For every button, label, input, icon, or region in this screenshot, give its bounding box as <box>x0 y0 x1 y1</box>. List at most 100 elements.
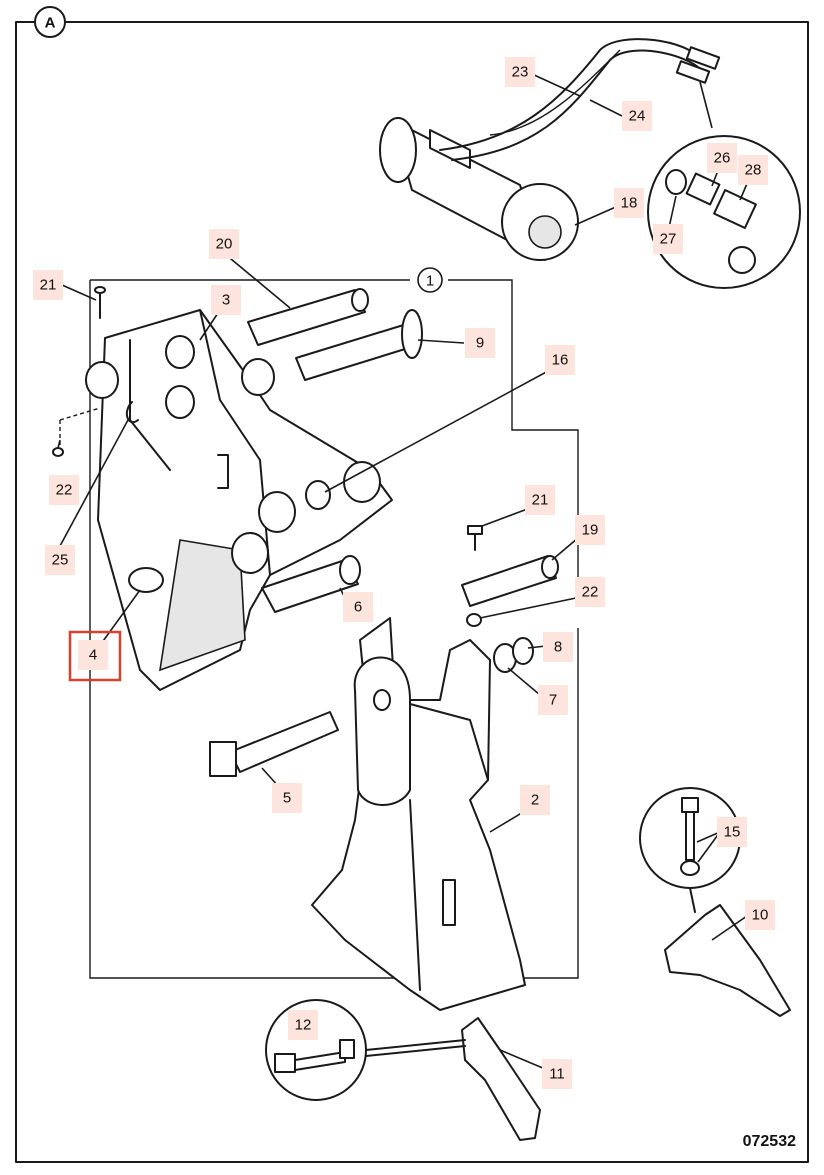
callout-background <box>209 229 239 259</box>
callout-number: 15 <box>724 824 741 841</box>
bolt-detail-12 <box>265 999 466 1101</box>
callout-number: 10 <box>752 907 769 924</box>
callout-c12: 12 <box>288 1010 318 1040</box>
nut-22-top <box>52 447 64 457</box>
callout-c19: 19 <box>575 515 605 545</box>
callout-background <box>575 515 605 545</box>
callout-c22b: 22 <box>575 577 605 607</box>
ripper-shank <box>311 617 526 1011</box>
bushing-4 <box>128 567 164 593</box>
callout-number: 22 <box>56 482 73 499</box>
clip-25 <box>125 401 139 423</box>
callout-c8: 8 <box>543 632 573 662</box>
hydraulic-cylinder <box>379 117 579 261</box>
pin-19 <box>461 555 559 607</box>
ripper-tip <box>664 904 791 1017</box>
nut-22-right <box>466 613 482 627</box>
callout-c7: 7 <box>538 685 568 715</box>
callout-number: 18 <box>621 195 638 212</box>
callout-c2: 2 <box>520 785 550 815</box>
callout-number: 28 <box>745 162 762 179</box>
callout-background <box>520 785 550 815</box>
callout-c22a: 22 <box>49 475 79 505</box>
callout-background <box>745 900 775 930</box>
callout-number: 9 <box>476 335 484 352</box>
assembly-marker-label: 1 <box>426 273 434 290</box>
callout-c3: 3 <box>211 285 241 315</box>
callout-c25: 25 <box>45 545 75 575</box>
callout-number: 12 <box>295 1017 312 1034</box>
callout-background <box>653 224 683 254</box>
bolt-21-right <box>467 525 483 551</box>
assembly-boundary <box>89 279 579 979</box>
callout-background <box>614 188 644 218</box>
callout-background <box>465 328 495 358</box>
callout-background <box>545 345 575 375</box>
callout-c9: 9 <box>465 328 495 358</box>
callout-c20: 20 <box>209 229 239 259</box>
callout-number: 22 <box>582 584 599 601</box>
callout-number: 23 <box>512 64 529 81</box>
callout-number: 26 <box>714 150 731 167</box>
callout-number: 5 <box>283 790 291 807</box>
callout-number: 7 <box>549 692 557 709</box>
washer-8 <box>512 637 534 665</box>
callout-background <box>288 1010 318 1040</box>
callout-number: 21 <box>532 492 549 509</box>
callout-number: 2 <box>531 792 539 809</box>
callout-background <box>538 685 568 715</box>
callout-background <box>707 143 737 173</box>
callout-background <box>343 592 373 622</box>
callout-c18: 18 <box>614 188 644 218</box>
bolt-21-top <box>94 286 106 319</box>
callout-c11: 11 <box>542 1059 572 1089</box>
bolt-detail-15 <box>639 787 741 913</box>
pin-9 <box>295 309 423 381</box>
callout-c21b: 21 <box>525 485 555 515</box>
ripper-tooth <box>461 1017 541 1141</box>
view-marker-label: A <box>45 15 56 32</box>
callout-background <box>45 545 75 575</box>
pin-6 <box>261 555 361 613</box>
hydraulic-hoses <box>439 38 721 161</box>
drawing-frame <box>15 21 809 1163</box>
callout-number: 20 <box>216 236 233 253</box>
callout-number: 25 <box>52 552 69 569</box>
callout-c4: 4 <box>68 630 122 682</box>
callout-background <box>505 57 535 87</box>
callout-number: 24 <box>629 108 646 125</box>
callout-c16: 16 <box>545 345 575 375</box>
callout-c28: 28 <box>738 155 768 185</box>
callout-background <box>542 1059 572 1089</box>
callout-number: 8 <box>554 639 562 656</box>
callout-background <box>33 270 63 300</box>
callout-number: 3 <box>222 292 230 309</box>
callout-number: 4 <box>89 647 97 664</box>
callout-c5: 5 <box>272 783 302 813</box>
callout-number: 16 <box>552 352 569 369</box>
callout-background <box>78 640 108 670</box>
view-marker: A <box>34 6 66 38</box>
callout-c24: 24 <box>622 101 652 131</box>
callout-background <box>543 632 573 662</box>
callout-c6: 6 <box>343 592 373 622</box>
callout-number: 21 <box>40 277 57 294</box>
callout-c23: 23 <box>505 57 535 87</box>
pin-20 <box>247 288 369 346</box>
callout-c10: 10 <box>745 900 775 930</box>
callout-background <box>49 475 79 505</box>
callout-background <box>575 577 605 607</box>
callout-background <box>622 101 652 131</box>
callout-c21a: 21 <box>33 270 63 300</box>
callout-number: 6 <box>354 599 362 616</box>
callout-background <box>717 817 747 847</box>
callout-background <box>211 285 241 315</box>
callout-background <box>525 485 555 515</box>
callout-c27: 27 <box>653 224 683 254</box>
drawing-number: 072532 <box>743 1133 796 1150</box>
assembly-marker: 1 <box>417 267 443 293</box>
bushing-16 <box>305 480 331 510</box>
highlight-box <box>68 630 122 682</box>
callout-number: 27 <box>660 231 677 248</box>
